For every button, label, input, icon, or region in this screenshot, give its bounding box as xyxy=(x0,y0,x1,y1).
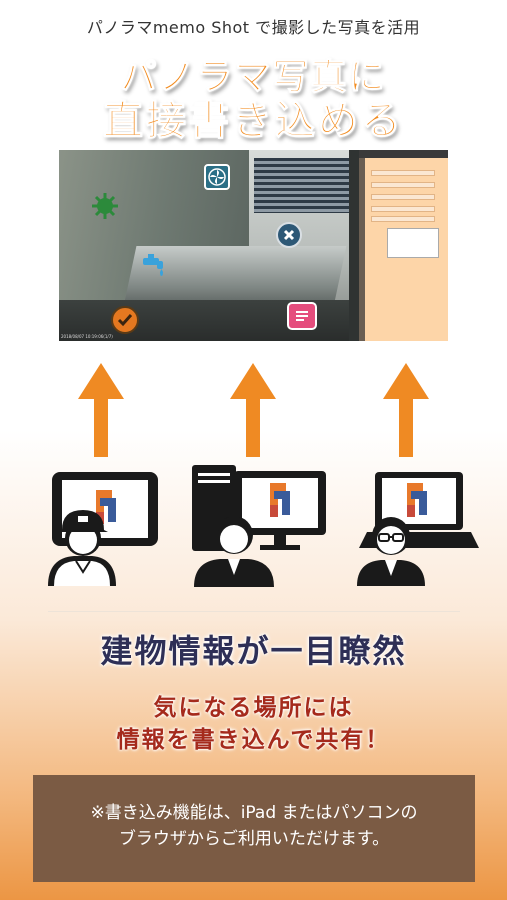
laptop-user-illustration xyxy=(357,472,479,586)
faucet-marker-icon xyxy=(139,250,169,280)
notice-line-1: ※書き込み機能は、iPad またはパソコンの xyxy=(90,803,418,823)
headline-line-2: 直接書き込める xyxy=(103,98,404,145)
tablet-user-illustration xyxy=(48,472,158,586)
divider xyxy=(48,611,460,612)
up-arrow-icon xyxy=(383,363,429,457)
panel-field xyxy=(371,170,435,176)
check-marker-icon xyxy=(111,306,139,334)
panorama-edge xyxy=(349,150,359,341)
notice-line-2: ブラウザからご利用いただけます。 xyxy=(118,829,390,849)
fan-marker-icon xyxy=(204,164,230,190)
up-arrow-icon xyxy=(78,363,124,457)
panel-edge-strip xyxy=(359,158,365,341)
gear-marker-icon xyxy=(91,192,119,220)
panorama-screenshot: 2018/08/07 10:19:06(1/7) xyxy=(59,150,448,341)
panel-photo-thumbnail xyxy=(387,228,439,258)
desktop-user-illustration xyxy=(192,465,326,587)
status-text: 2018/08/07 10:19:06(1/7) xyxy=(61,334,113,339)
header-subtitle: パノラマmemo Shot で撮影した写真を活用 xyxy=(86,18,421,37)
up-arrow-icon xyxy=(230,363,276,457)
headline-line-1: パノラマ写真に xyxy=(120,57,387,99)
caption-line-2: 情報を書き込んで共有！ xyxy=(116,727,391,753)
panel-field xyxy=(371,216,435,222)
panorama-window xyxy=(254,158,354,213)
info-side-panel xyxy=(359,150,448,341)
close-marker-icon xyxy=(276,222,302,248)
panel-field xyxy=(371,194,435,200)
notice-box: ※書き込み機能は、iPad またはパソコンの ブラウザからご利用いただけます。 xyxy=(33,775,475,882)
main-title: 建物情報が一目瞭然 xyxy=(100,632,407,670)
panel-field xyxy=(371,206,435,212)
panel-field xyxy=(371,182,435,188)
app-logo-icon xyxy=(270,483,290,517)
app-logo-icon xyxy=(407,483,427,517)
caption-line-1: 気になる場所には xyxy=(153,695,354,721)
memo-marker-icon xyxy=(287,302,317,330)
panel-toolbar xyxy=(359,150,448,158)
